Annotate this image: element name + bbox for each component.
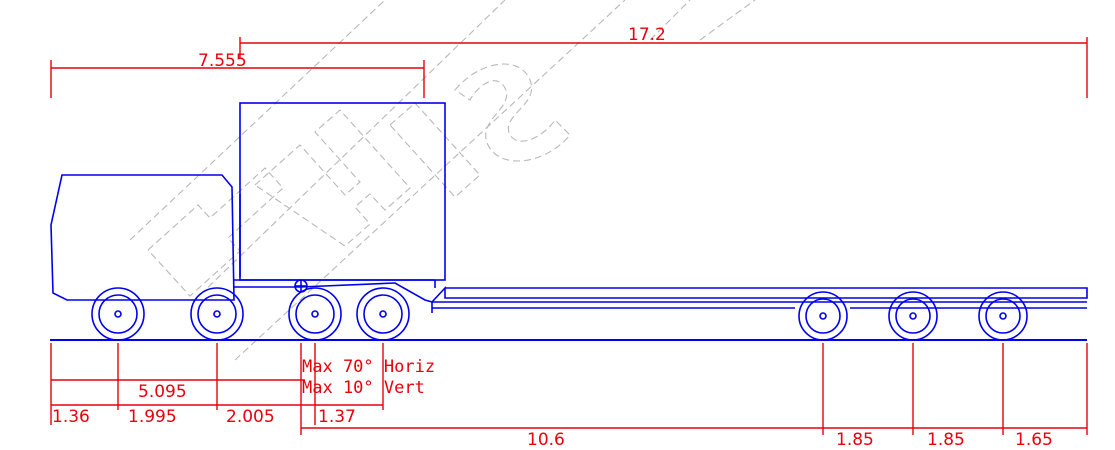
spacing-label-2: 1.995	[128, 407, 177, 427]
cargo-box	[239, 102, 446, 281]
wheel-1	[91, 287, 145, 341]
wheelbase-span-label: 5.095	[138, 382, 187, 402]
wheel-5	[798, 291, 848, 341]
spacing-label-1: 1.36	[52, 407, 90, 427]
articulation-horizontal-note: Max 70° Horiz	[302, 357, 435, 377]
spacing-label-5: 10.6	[527, 430, 565, 450]
wheel-7	[978, 291, 1028, 341]
spacing-label-7: 1.85	[927, 430, 965, 450]
spacing-label-4: 1.37	[318, 407, 356, 427]
articulation-vertical-note: Max 10° Vert	[302, 378, 425, 398]
tractor-cab	[50, 174, 434, 301]
wheels	[91, 287, 1028, 341]
spacing-label-3: 2.005	[226, 407, 275, 427]
wheel-4	[356, 287, 410, 341]
trailer-deck	[299, 280, 1088, 313]
top-dimensions	[50, 37, 1088, 98]
front-to-coupling-label: 7.555	[198, 51, 247, 71]
wheel-3	[288, 287, 342, 341]
spacing-label-6: 1.85	[836, 430, 874, 450]
spacing-label-8: 1.65	[1015, 430, 1053, 450]
bottom-dimensions	[50, 343, 1088, 435]
wheel-2	[190, 287, 244, 341]
overall-length-label: 17.2	[628, 25, 666, 45]
watermark	[129, 0, 756, 361]
wheel-6	[888, 291, 938, 341]
